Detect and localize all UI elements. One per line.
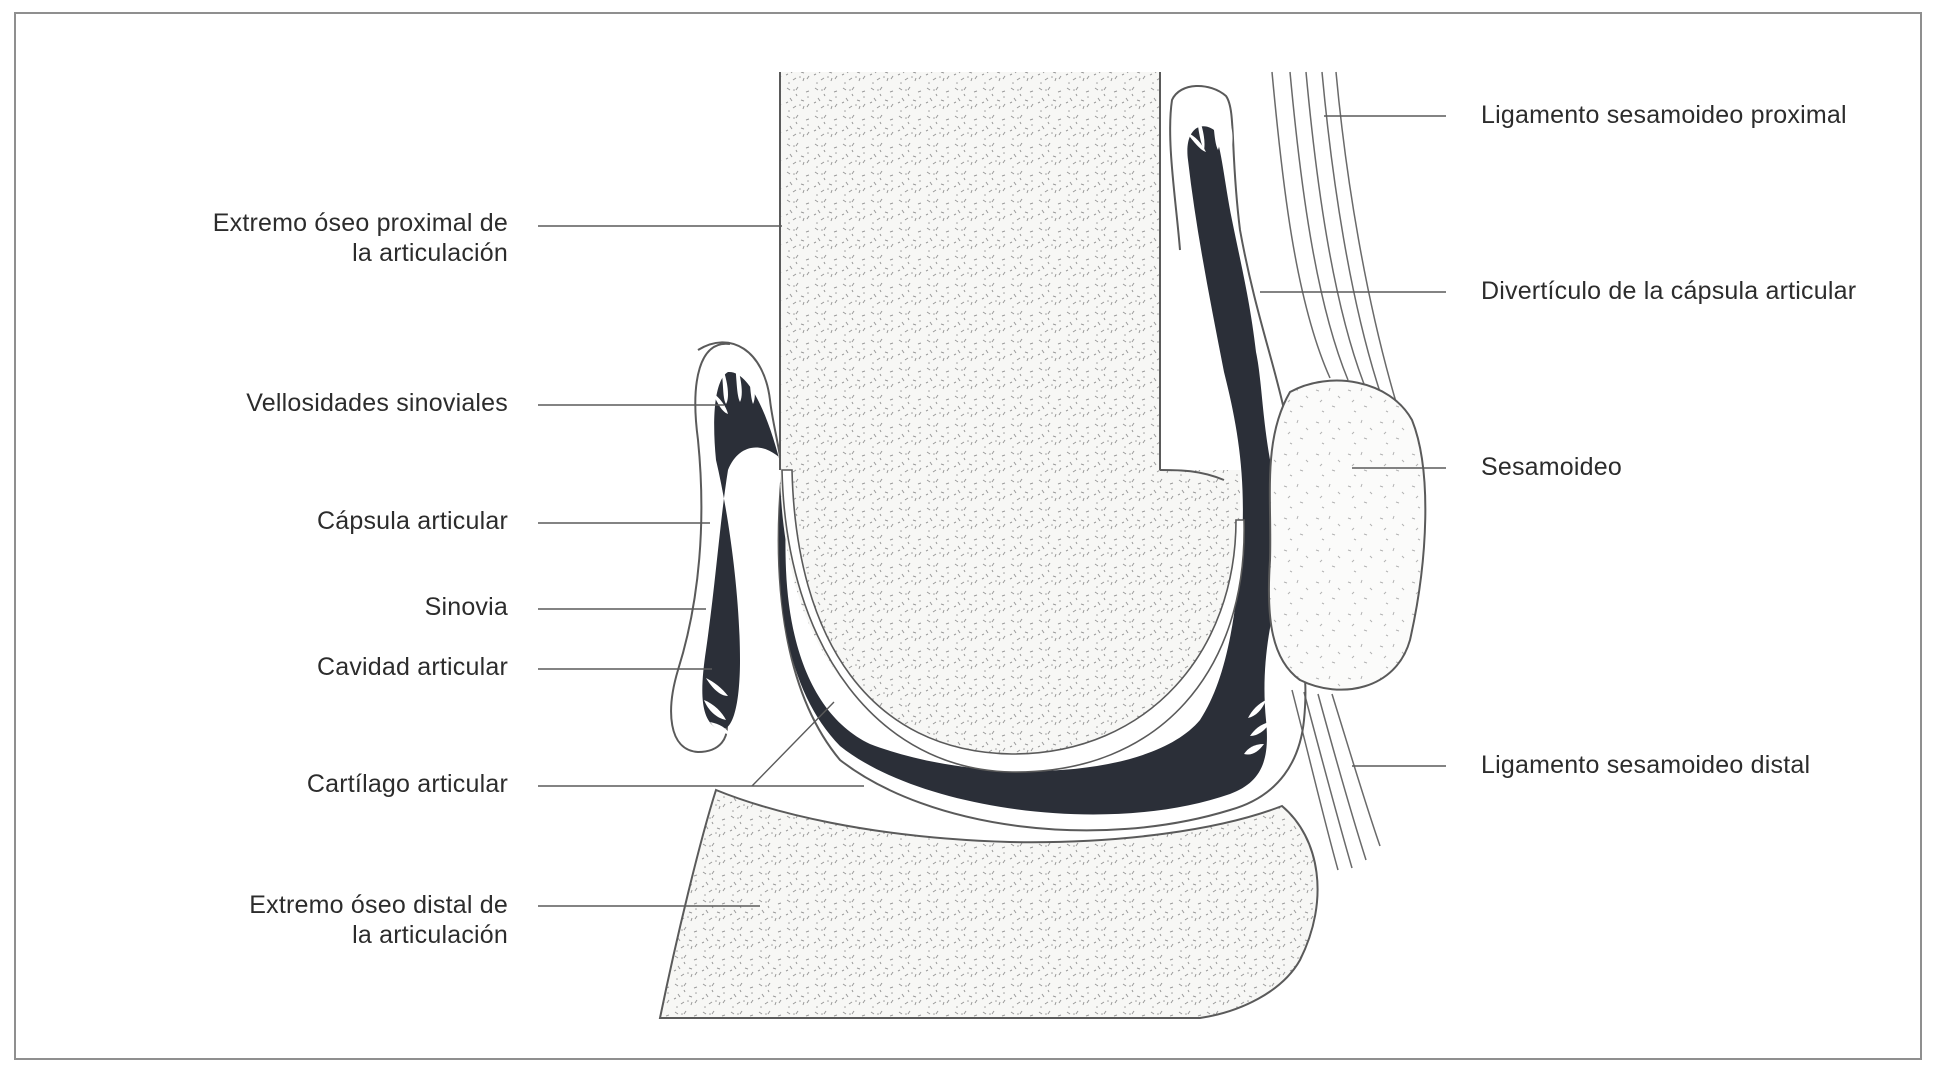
- label-extremo-proximal-line1: Extremo óseo proximal de: [148, 208, 508, 238]
- label-extremo-distal-line1: Extremo óseo distal de: [148, 890, 508, 920]
- sesamoid-bone: [1269, 381, 1425, 690]
- label-cartilago: Cartílago articular: [148, 769, 508, 799]
- label-sinovia: Sinovia: [148, 592, 508, 622]
- leader-cartilago-diagonal: [752, 702, 834, 786]
- label-sesamoideo: Sesamoideo: [1481, 452, 1622, 482]
- proximal-bone-end: [780, 72, 1240, 758]
- label-diverticulo: Divertículo de la cápsula articular: [1481, 276, 1856, 306]
- distal-bone-end: [660, 790, 1318, 1018]
- label-extremo-proximal-line2: la articulación: [148, 238, 508, 268]
- label-lig-proximal: Ligamento sesamoideo proximal: [1481, 100, 1847, 130]
- label-vellosidades: Vellosidades sinoviales: [148, 388, 508, 418]
- label-capsula: Cápsula articular: [148, 506, 508, 536]
- label-extremo-proximal: Extremo óseo proximal de la articulación: [148, 208, 508, 268]
- label-extremo-distal: Extremo óseo distal de la articulación: [148, 890, 508, 950]
- label-extremo-distal-line2: la articulación: [148, 920, 508, 950]
- label-lig-distal: Ligamento sesamoideo distal: [1481, 750, 1810, 780]
- label-cavidad: Cavidad articular: [148, 652, 508, 682]
